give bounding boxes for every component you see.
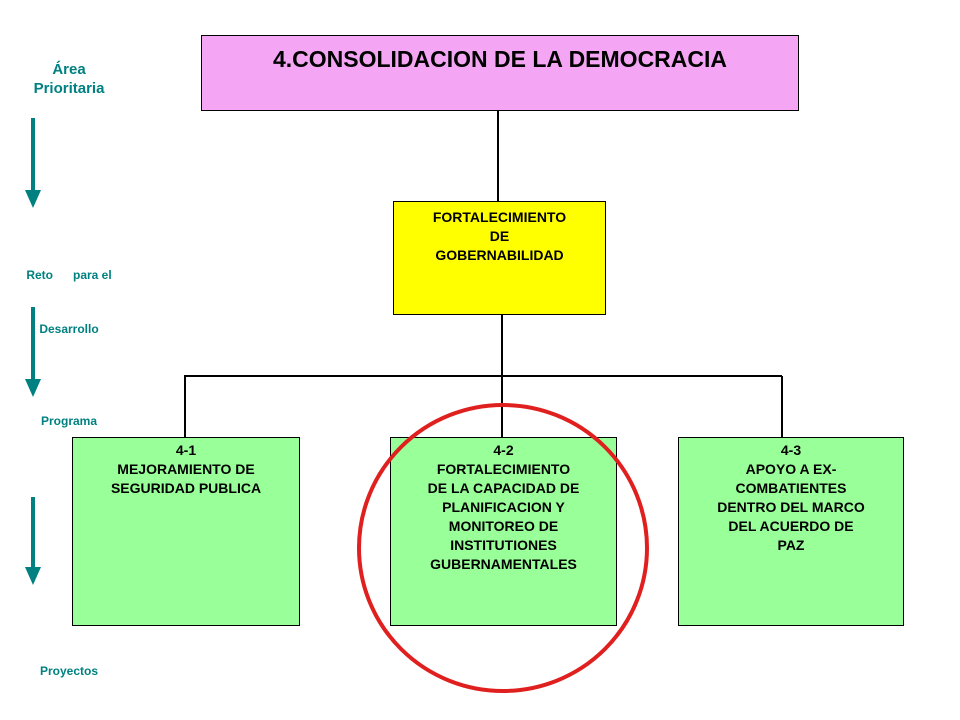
down-arrow-icon (25, 118, 41, 208)
priority-area-title: 4.CONSOLIDACION DE LA DEMOCRACIA (272, 46, 728, 72)
level-label-reto: Reto para el Desarrollo (26, 268, 112, 336)
development-challenge-box: FORTALECIMIENTO DE GOBERNABILIDAD (393, 201, 606, 315)
program-code: 4-2 (493, 442, 514, 458)
down-arrow-icon (25, 497, 41, 585)
priority-area-box: 4.CONSOLIDACION DE LA DEMOCRACIA (201, 35, 799, 111)
program-box-4-1: 4-1 MEJORAMIENTO DE SEGURIDAD PUBLICA (72, 437, 300, 626)
program-box-4-3: 4-3 APOYO A EX- COMBATIENTES DENTRO DEL … (678, 437, 904, 626)
level-label-area: Área Prioritaria (33, 61, 105, 97)
program-code: 4-3 (780, 442, 802, 458)
level-label-programa: Programa (40, 414, 98, 428)
program-box-4-2: 4-2 FORTALECIMIENTO DE LA CAPACIDAD DE P… (390, 437, 617, 626)
program-code: 4-1 (175, 442, 197, 458)
level-label-proyectos: Proyectos (39, 664, 99, 678)
down-arrow-icon (25, 307, 41, 397)
